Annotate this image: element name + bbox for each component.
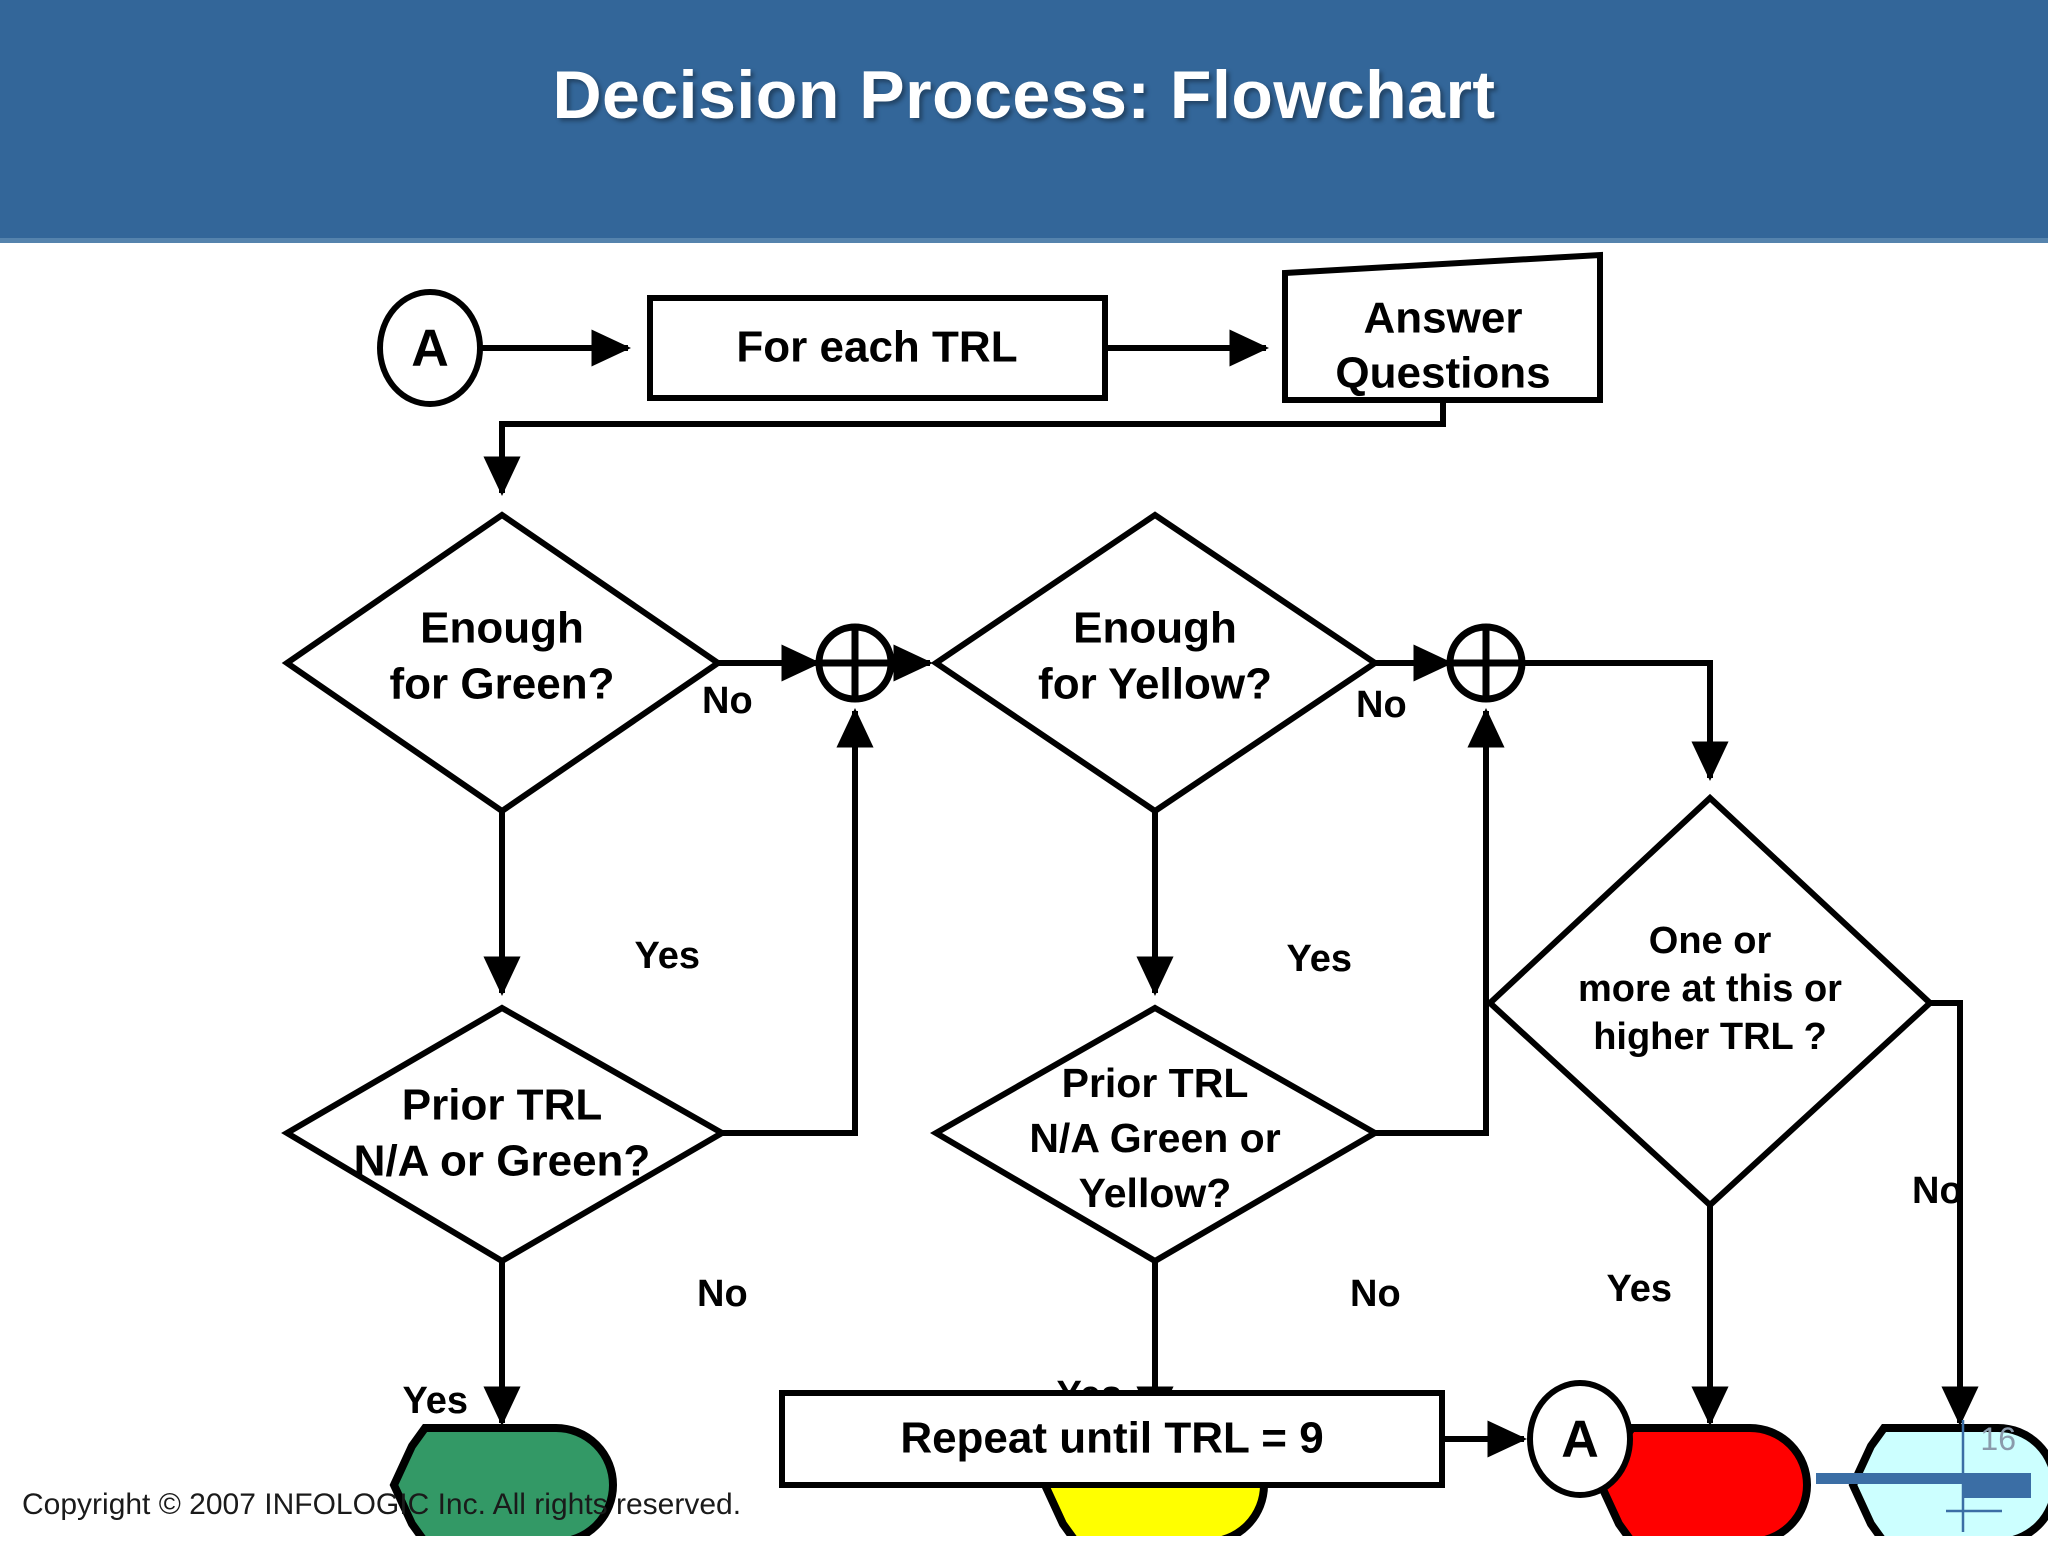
node-answer-questions-line1: Answer <box>1364 294 1523 343</box>
flowchart-bottom-section <box>0 243 2048 1536</box>
node-enough-for-green-line1: Enough <box>420 604 584 653</box>
outcome-green <box>389 1424 617 1536</box>
outcome-red <box>1596 1424 1811 1536</box>
edge-prior-green-no-up <box>722 707 874 1136</box>
edge-junction-to-one-or-more <box>1522 660 1729 782</box>
node-answer-questions-line2: Questions <box>1335 349 1550 398</box>
node-prior-trl-yellow-line1: Prior TRL <box>1062 1060 1249 1106</box>
edge-label-yellow-no: No <box>1356 684 1407 726</box>
edge-one-more-no-down <box>1930 1000 1979 1427</box>
node-enough-for-yellow-line2: for Yellow? <box>1038 660 1272 709</box>
edge-prior-yellow-no-up <box>1375 707 1505 1136</box>
node-prior-trl-yellow-line2: N/A Green or <box>1029 1115 1280 1161</box>
connector-start-a: A <box>377 289 483 407</box>
node-one-or-more-trl-line2: more at this or <box>1578 968 1842 1010</box>
edge-label-green-no: No <box>702 680 753 722</box>
page-number: 16 <box>1980 1421 2016 1457</box>
edge-label-one-more-no: No <box>1912 1170 1963 1212</box>
node-prior-trl-green-line1: Prior TRL <box>402 1081 602 1130</box>
node-one-or-more-trl-line3: higher TRL ? <box>1593 1016 1827 1058</box>
node-prior-trl-green: Prior TRL N/A or Green? <box>281 1004 729 1265</box>
copyright-notice: Copyright © 2007 INFOLOGIC Inc. All righ… <box>22 1488 742 1521</box>
slide-header-bar: Decision Process: Flowchart <box>0 0 2048 243</box>
node-prior-trl-yellow-line3: Yellow? <box>1079 1170 1232 1216</box>
page-title: Decision Process: Flowchart <box>552 57 1496 133</box>
connector-start-a-label: A <box>411 320 449 378</box>
node-for-each-trl: For each TRL <box>647 295 1108 401</box>
edge-label-green-yes: Yes <box>634 935 700 977</box>
node-answer-questions: Answer Questions <box>1282 251 1603 403</box>
edge-label-prior-green-yes: Yes <box>402 1380 468 1422</box>
flowchart-canvas: A For each TRL Answer Questions Enough f… <box>0 243 2048 1536</box>
edge-answer-to-enough-green <box>483 400 1446 497</box>
node-enough-for-yellow-line1: Enough <box>1073 604 1237 653</box>
node-enough-for-yellow: Enough for Yellow? <box>930 511 1381 815</box>
edge-label-prior-green-no: No <box>697 1273 748 1315</box>
edge-label-yellow-yes: Yes <box>1286 938 1352 980</box>
node-prior-trl-yellow: Prior TRL N/A Green or Yellow? <box>930 1004 1382 1265</box>
node-prior-trl-green-line2: N/A or Green? <box>354 1137 651 1186</box>
node-one-or-more-trl: One or more at this or higher TRL ? <box>1485 793 1935 1210</box>
edge-label-one-more-yes: Yes <box>1606 1268 1672 1310</box>
node-for-each-trl-label: For each TRL <box>736 323 1017 372</box>
edge-label-prior-yellow-no: No <box>1350 1273 1401 1315</box>
node-enough-for-green-line2: for Green? <box>390 660 615 709</box>
node-one-or-more-trl-line1: One or <box>1649 920 1772 962</box>
